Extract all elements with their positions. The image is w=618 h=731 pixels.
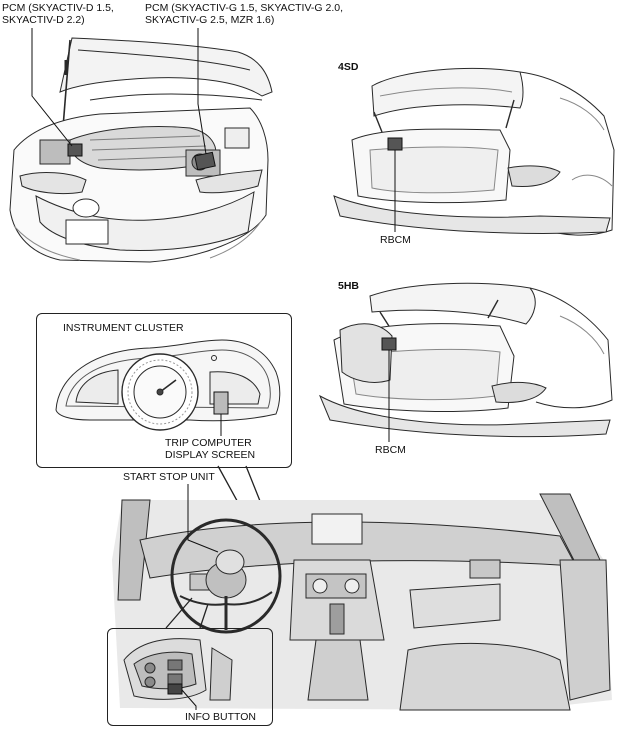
hatchback-trunk-illustration <box>318 282 613 438</box>
pcm-gas-marker <box>194 28 216 171</box>
trip-computer-line2: DISPLAY SCREEN <box>165 449 256 461</box>
pcm-gas-line1: PCM (SKYACTIV-G 1.5, SKYACTIV-G 2.0, <box>145 2 343 14</box>
rbcm-4sd-marker <box>387 137 403 232</box>
instrument-cluster-label: INSTRUMENT CLUSTER <box>63 322 184 334</box>
dashboard-illustration <box>112 493 612 711</box>
variant-5hb-label: 5HB <box>338 280 360 292</box>
pcm-diesel-line2: SKYACTIV-D 2.2) <box>2 14 85 26</box>
sedan-trunk-illustration <box>333 67 615 236</box>
rbcm-5hb-marker <box>381 337 397 442</box>
variant-4sd-label: 4SD <box>338 61 359 73</box>
info-button-callout-box <box>107 628 273 726</box>
trip-computer-label: TRIP COMPUTER DISPLAY SCREEN <box>165 437 255 461</box>
instrument-cluster-callout-box <box>36 313 292 468</box>
pcm-gas-line2: SKYACTIV-G 2.5, MZR 1.6) <box>145 14 275 26</box>
engine-bay-illustration <box>9 37 273 263</box>
info-callout-wedge <box>165 597 209 629</box>
start-stop-unit-label: START STOP UNIT <box>123 471 215 483</box>
instrument-cluster-illustration <box>55 339 281 431</box>
start-stop-marker <box>187 484 219 553</box>
trip-computer-line1: TRIP COMPUTER <box>165 437 252 449</box>
pcm-gas-label: PCM (SKYACTIV-G 1.5, SKYACTIV-G 2.0, SKY… <box>145 2 343 26</box>
info-button-label: INFO BUTTON <box>185 711 256 723</box>
pcm-diesel-marker <box>31 28 83 157</box>
rbcm-5hb-label: RBCM <box>375 444 406 456</box>
rbcm-4sd-label: RBCM <box>380 234 411 246</box>
trip-computer-marker <box>213 391 229 436</box>
info-button-marker <box>167 683 197 710</box>
pcm-diesel-label: PCM (SKYACTIV-D 1.5, SKYACTIV-D 2.2) <box>2 2 114 26</box>
pcm-diesel-line1: PCM (SKYACTIV-D 1.5, <box>2 2 114 14</box>
